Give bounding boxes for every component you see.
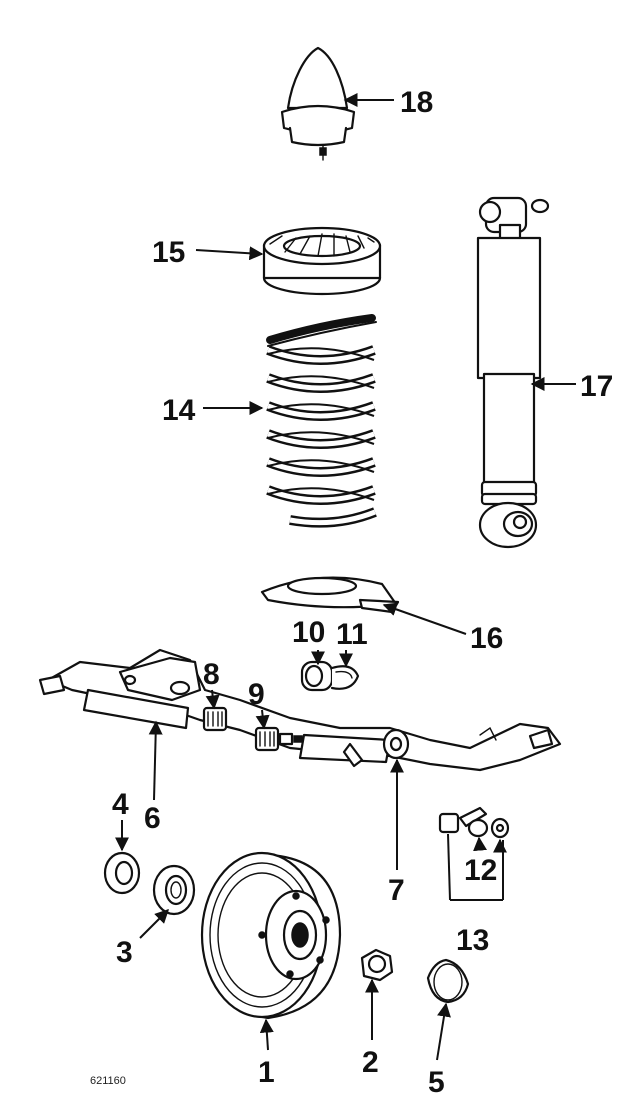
grease-seal bbox=[103, 851, 141, 895]
callout-11: 11 bbox=[336, 618, 368, 651]
figure-code: 621160 bbox=[90, 1075, 126, 1087]
trailing-arm-bushing bbox=[382, 728, 410, 760]
callout-4: 4 bbox=[112, 788, 129, 821]
upper-spring-seat bbox=[262, 226, 382, 296]
wheel-bearing bbox=[152, 864, 196, 916]
bushing-and-clamp bbox=[300, 660, 360, 692]
axle-bushing-left bbox=[202, 706, 228, 732]
callout-17: 17 bbox=[580, 370, 613, 403]
rear-axle-beam bbox=[38, 648, 562, 772]
shock-absorber bbox=[476, 196, 550, 549]
callout-15: 15 bbox=[152, 236, 185, 269]
callout-3: 3 bbox=[116, 936, 133, 969]
callout-13: 13 bbox=[456, 924, 489, 957]
brake-drum bbox=[200, 851, 342, 1020]
callout-9: 9 bbox=[248, 678, 265, 711]
callout-16: 16 bbox=[470, 622, 503, 655]
callout-2: 2 bbox=[362, 1046, 379, 1079]
callout-14: 14 bbox=[162, 394, 196, 427]
lower-spring-seat bbox=[260, 576, 400, 614]
callout-5: 5 bbox=[428, 1066, 445, 1099]
callout-18: 18 bbox=[400, 86, 433, 119]
callout-7: 7 bbox=[388, 874, 405, 907]
leader-lines bbox=[115, 93, 576, 1061]
callout-12: 12 bbox=[464, 854, 497, 887]
hub-nut bbox=[360, 948, 394, 982]
bump-stop bbox=[280, 46, 356, 161]
callout-8: 8 bbox=[203, 658, 220, 691]
coil-spring bbox=[266, 314, 377, 528]
callout-1: 1 bbox=[258, 1056, 275, 1089]
callout-labels: 18 15 14 17 16 8 9 10 11 6 4 7 12 13 3 1… bbox=[90, 86, 613, 1099]
dust-cap bbox=[426, 958, 470, 1004]
mounting-hardware bbox=[438, 806, 510, 839]
callout-6: 6 bbox=[144, 802, 161, 835]
callout-10: 10 bbox=[292, 616, 325, 649]
